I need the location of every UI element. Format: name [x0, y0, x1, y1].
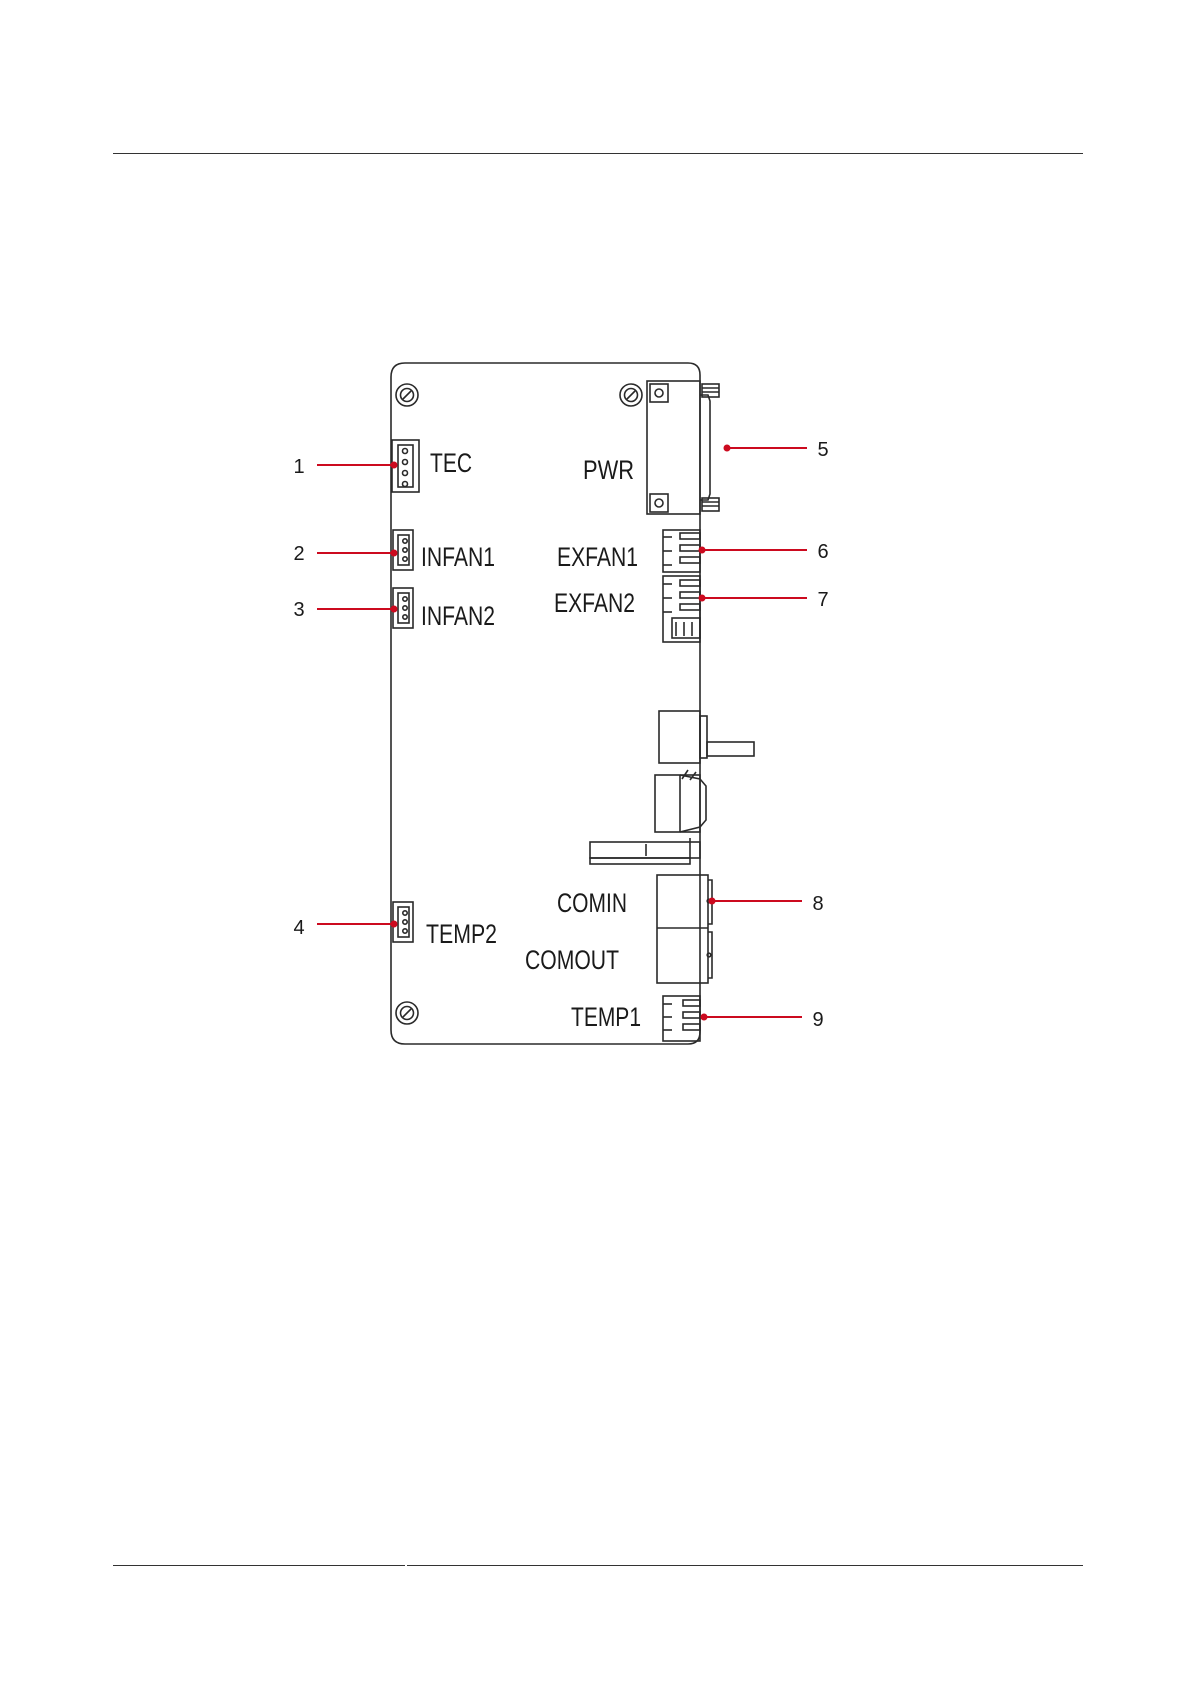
label-exfan2: EXFAN2: [554, 588, 635, 618]
mounting-hole-bottom-left: [396, 1002, 418, 1024]
label-temp1: TEMP1: [571, 1002, 641, 1032]
label-tec: TEC: [430, 448, 472, 478]
callout-number-1: 1: [293, 456, 304, 478]
label-infan1: INFAN1: [421, 542, 495, 572]
label-temp2: TEMP2: [426, 919, 497, 949]
label-infan2: INFAN2: [421, 601, 495, 631]
slide-switch: [659, 711, 754, 763]
label-comin: COMIN: [557, 888, 627, 918]
exfan1-connector: [663, 530, 700, 572]
mounting-hole-top-right: [620, 384, 642, 406]
label-exfan1: EXFAN1: [557, 542, 638, 572]
pwr-connector: [647, 381, 719, 514]
callout-number-7: 7: [817, 589, 828, 611]
label-pwr: PWR: [583, 455, 634, 485]
callout-number-6: 6: [817, 541, 828, 563]
infan1-connector: [393, 530, 413, 570]
rj-jack: [655, 770, 706, 832]
mounting-hole-top-left: [396, 384, 418, 406]
callout-number-9: 9: [812, 1009, 823, 1031]
callout-number-3: 3: [293, 599, 304, 621]
com-jack-stack: [657, 875, 712, 983]
exfan2-connector: [663, 576, 700, 642]
callout-number-2: 2: [293, 543, 304, 565]
temp1-connector: [663, 996, 700, 1041]
callout-number-5: 5: [817, 439, 828, 461]
side-bar: [590, 838, 700, 864]
callout-number-8: 8: [812, 893, 823, 915]
label-comout: COMOUT: [525, 945, 619, 975]
callout-number-4: 4: [293, 917, 304, 939]
